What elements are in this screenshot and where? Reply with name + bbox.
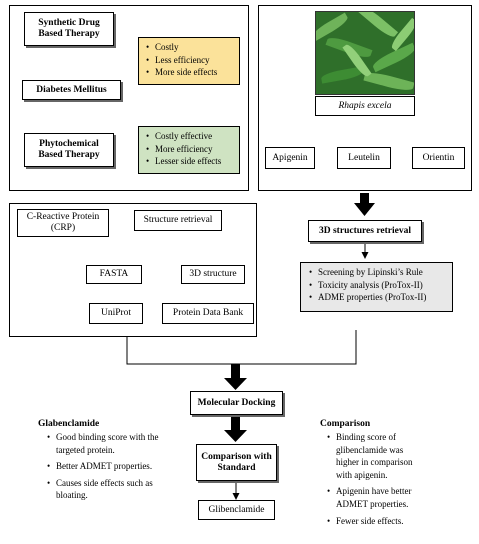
glabenclamide-note-item: Good binding score with the targeted pro…: [47, 431, 168, 456]
compound-box-orientin: Orientin: [412, 147, 465, 169]
uniprot-box: UniProt: [89, 303, 143, 324]
bamboo-palm-photo: [315, 11, 415, 95]
screening-item: Screening by Lipinski’s Rule: [309, 266, 450, 279]
molecular-docking-box: Molecular Docking: [190, 391, 283, 415]
phytochemical-benefit-item: Lesser side effects: [146, 155, 237, 168]
phytochemical-benefits-box: Costly effective More efficiency Lesser …: [138, 126, 240, 174]
glabenclamide-note-item: Causes side effects such as bloating.: [47, 477, 168, 502]
phytochemical-benefit-item: More efficiency: [146, 143, 237, 156]
comparison-note-item: Fewer side effects.: [327, 515, 428, 528]
screening-item: ADME properties (ProTox-II): [309, 291, 450, 304]
synthetic-drawback-item: More side effects: [146, 66, 237, 79]
synthetic-drawback-item: Less efficiency: [146, 54, 237, 67]
comparison-notes: Comparison Binding score of glibenclamid…: [320, 419, 428, 527]
phytochemical-benefit-item: Costly effective: [146, 130, 237, 143]
compound-box-apigenin: Apigenin: [265, 147, 315, 169]
pdb-box: Protein Data Bank: [162, 303, 254, 324]
screening-item: Toxicity analysis (ProTox-II): [309, 279, 450, 292]
synthetic-drawbacks-box: Costly Less efficiency More side effects: [138, 37, 240, 85]
crp-box: C-Reactive Protein (CRP): [17, 209, 109, 237]
phytochemical-therapy-box: Phytochemical Based Therapy: [24, 133, 114, 167]
3d-structures-retrieval-box: 3D structures retrieval: [308, 220, 422, 242]
synthetic-drug-therapy-box: Synthetic Drug Based Therapy: [24, 12, 114, 46]
structure-retrieval-box: Structure retrieval: [134, 210, 222, 231]
glabenclamide-note-item: Better ADMET properties.: [47, 460, 168, 473]
comparison-notes-title: Comparison: [320, 419, 371, 429]
diabetes-mellitus-box: Diabetes Mellitus: [22, 80, 121, 100]
screening-box: Screening by Lipinski’s Rule Toxicity an…: [300, 262, 453, 312]
plant-caption-box: Rhapis excela: [315, 96, 415, 116]
comparison-note-item: Binding score of glibenclamide was highe…: [327, 431, 428, 481]
fasta-box: FASTA: [86, 265, 142, 284]
glabenclamide-notes-title: Glabenclamide: [38, 419, 100, 429]
synthetic-drawback-item: Costly: [146, 41, 237, 54]
compound-box-leutelin: Leutelin: [337, 147, 391, 169]
comparison-with-standard-box: Comparison with Standard: [196, 444, 277, 481]
glabenclamide-notes: Glabenclamide Good binding score with th…: [38, 419, 168, 502]
comparison-note-item: Apigenin have better ADMET properties.: [327, 485, 428, 510]
glibenclamide-box: Glibenclamide: [198, 500, 275, 520]
3d-structure-box: 3D structure: [181, 265, 245, 284]
